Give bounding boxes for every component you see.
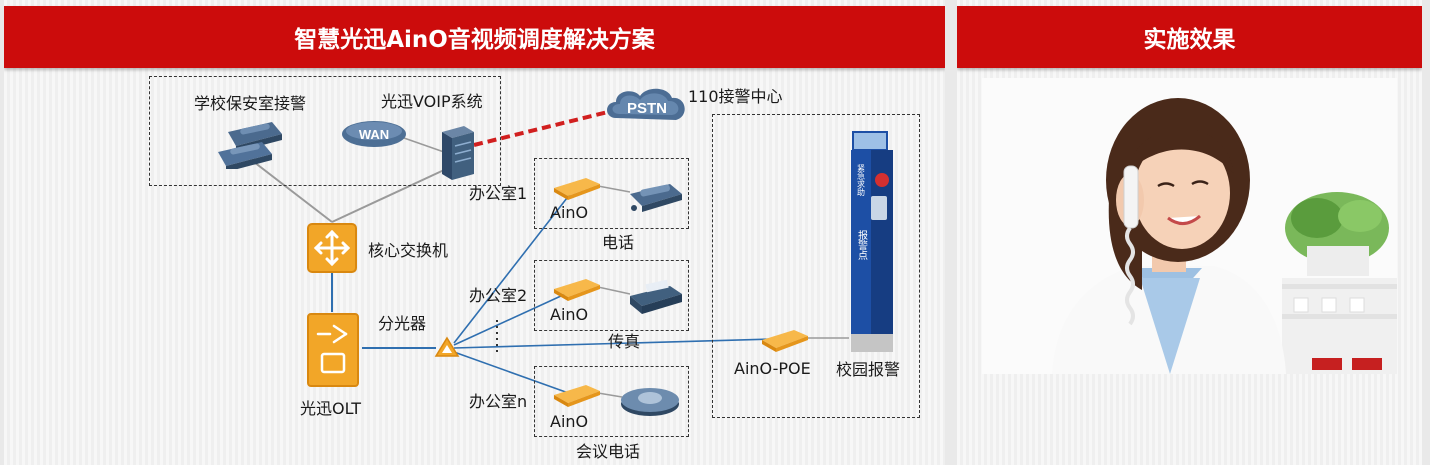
aino-device-icon-3 — [554, 385, 600, 407]
fax-label: 传真 — [608, 332, 641, 351]
conference-phone-icon — [621, 388, 679, 416]
core-switch-icon — [307, 223, 357, 273]
phone-to-switch-line — [253, 161, 333, 223]
splitter-icon — [434, 336, 460, 357]
aino-label-2: AinO — [550, 305, 589, 324]
woman-on-phone-illustration — [1052, 98, 1397, 374]
office1-label: 办公室1 — [469, 184, 528, 203]
alarm-pillar-icon: 紧急求助 报警点 — [851, 131, 893, 352]
aino-poe-device-icon — [762, 330, 808, 352]
connection-lines — [253, 108, 849, 398]
aino1-to-phone — [597, 185, 631, 193]
splitter-to-officen — [453, 351, 575, 396]
olt-icon — [307, 313, 359, 387]
campus-alarm-box — [712, 114, 920, 418]
voip-server-icon — [442, 126, 474, 180]
aino3-to-conf — [597, 392, 623, 398]
telephone-icon — [630, 184, 682, 212]
pillar-bottom-text: 报警点 — [856, 229, 868, 261]
splitter-to-poe — [453, 338, 775, 349]
pstn-text: PSTN — [627, 100, 667, 117]
office1-box — [534, 158, 689, 229]
server-to-switch-line — [331, 169, 445, 223]
pstn-link — [473, 108, 617, 147]
aino-device-icon-1 — [554, 178, 600, 200]
campus-alarm-label: 校园报警 — [836, 360, 901, 379]
school-guard-label: 学校保安室接警 — [194, 94, 307, 113]
wan-text: WAN — [359, 127, 389, 142]
fax-machine-icon — [630, 279, 682, 314]
result-title: 实施效果 — [957, 6, 1422, 68]
olt-label: 光迅OLT — [300, 399, 362, 418]
office2-box — [534, 260, 689, 331]
splitter-to-office1 — [453, 188, 575, 344]
core-switch-label: 核心交换机 — [368, 241, 449, 260]
splitter-label: 分光器 — [378, 314, 427, 333]
office2-label: 办公室2 — [469, 286, 528, 305]
alarm-center-label: 110接警中心 — [688, 87, 783, 106]
pillar-top-text: 紧急求助 — [857, 164, 866, 197]
solution-title: 智慧光迅AinO音视频调度解决方案 — [4, 6, 945, 68]
school-network-box — [149, 76, 501, 186]
aino-label-3: AinO — [550, 412, 589, 431]
wan-cloud-icon: WAN — [342, 121, 406, 147]
aino2-to-fax — [597, 286, 631, 295]
result-panel: 实施效果 — [957, 0, 1422, 465]
pstn-cloud-icon: PSTN — [607, 88, 685, 120]
wan-to-server-line — [403, 137, 445, 153]
woman-on-phone-photo — [982, 78, 1397, 374]
aino-label-1: AinO — [550, 203, 589, 222]
phone-label: 电话 — [602, 233, 635, 252]
conference-phone-label: 会议电话 — [576, 442, 641, 461]
splitter-to-office2 — [453, 289, 575, 346]
aino-device-icon-2 — [554, 279, 600, 301]
solution-panel: 智慧光迅AinO音视频调度解决方案 学校保安室接警 光迅VOIP系统 110接警… — [4, 0, 945, 465]
aino-poe-label: AinO-POE — [734, 359, 811, 378]
voip-system-label: 光迅VOIP系统 — [381, 92, 483, 111]
officen-box — [534, 366, 689, 437]
desk-phone-icon — [218, 122, 282, 169]
officen-label: 办公室n — [469, 392, 528, 411]
